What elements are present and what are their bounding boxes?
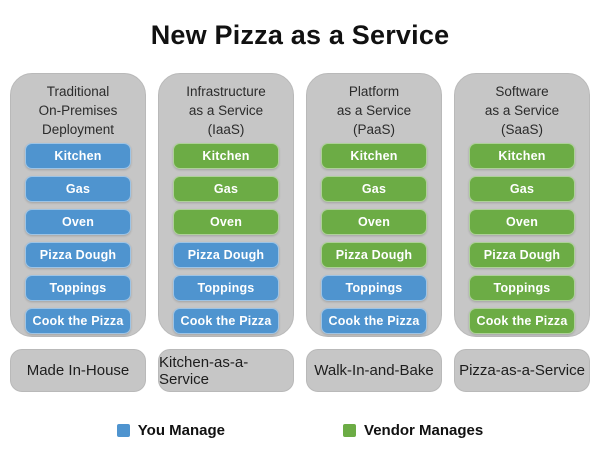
column-header-line: Deployment bbox=[41, 122, 115, 137]
step-gas: Gas bbox=[25, 176, 131, 202]
step-gas: Gas bbox=[173, 176, 279, 202]
column-header-line: Platform bbox=[348, 84, 400, 99]
step-toppings: Toppings bbox=[321, 275, 427, 301]
column-header-line: Traditional bbox=[46, 84, 110, 99]
legend-item-you-manage: You Manage bbox=[116, 422, 226, 439]
column-header: Infrastructure as a Service (IaaS) bbox=[173, 82, 279, 139]
step-cook-the-pizza: Cook the Pizza bbox=[173, 308, 279, 334]
step-pizza-dough: Pizza Dough bbox=[321, 242, 427, 268]
legend-label: You Manage bbox=[137, 422, 226, 439]
column-header: Software as a Service (SaaS) bbox=[469, 82, 575, 139]
page-title: New Pizza as a Service bbox=[150, 20, 450, 50]
service-model-column: Infrastructure as a Service (IaaS) Kitchen… bbox=[158, 73, 294, 392]
column-header-line: Software bbox=[495, 84, 549, 99]
column-header-line: as a Service bbox=[188, 103, 264, 118]
legend-item-vendor-manages: Vendor Manages bbox=[343, 422, 483, 439]
column-footer: Made In-House bbox=[10, 349, 146, 392]
step-oven: Oven bbox=[173, 209, 279, 235]
column-header: Platform as a Service (PaaS) bbox=[321, 82, 427, 139]
column-header-line: (PaaS) bbox=[352, 122, 396, 137]
step-kitchen: Kitchen bbox=[321, 143, 427, 169]
step-oven: Oven bbox=[25, 209, 131, 235]
service-model-stack: Infrastructure as a Service (IaaS) Kitchen… bbox=[158, 73, 294, 337]
column-header-line: as a Service bbox=[484, 103, 560, 118]
step-oven: Oven bbox=[321, 209, 427, 235]
step-cook-the-pizza: Cook the Pizza bbox=[469, 308, 575, 334]
legend-label: Vendor Manages bbox=[364, 422, 484, 439]
column-header-line: (SaaS) bbox=[500, 122, 544, 137]
column-footer: Walk-In-and-Bake bbox=[306, 349, 442, 392]
step-kitchen: Kitchen bbox=[25, 143, 131, 169]
column-header-line: (IaaS) bbox=[207, 122, 245, 137]
column-footer: Kitchen-as-a-Service bbox=[158, 349, 294, 392]
legend-swatch-you bbox=[116, 424, 130, 437]
step-pizza-dough: Pizza Dough bbox=[469, 242, 575, 268]
legend: You Manage Vendor Manages bbox=[0, 422, 600, 439]
step-cook-the-pizza: Cook the Pizza bbox=[321, 308, 427, 334]
step-kitchen: Kitchen bbox=[173, 143, 279, 169]
column-footer: Pizza-as-a-Service bbox=[454, 349, 590, 392]
step-toppings: Toppings bbox=[469, 275, 575, 301]
step-oven: Oven bbox=[469, 209, 575, 235]
legend-swatch-vendor bbox=[343, 424, 357, 437]
step-pizza-dough: Pizza Dough bbox=[173, 242, 279, 268]
step-gas: Gas bbox=[321, 176, 427, 202]
step-cook-the-pizza: Cook the Pizza bbox=[25, 308, 131, 334]
step-kitchen: Kitchen bbox=[469, 143, 575, 169]
step-toppings: Toppings bbox=[25, 275, 131, 301]
step-toppings: Toppings bbox=[173, 275, 279, 301]
step-pizza-dough: Pizza Dough bbox=[25, 242, 131, 268]
column-header-line: Infrastructure bbox=[186, 84, 266, 99]
column-header-line: as a Service bbox=[336, 103, 412, 118]
column-header-line: On-Premises bbox=[38, 103, 118, 118]
step-gas: Gas bbox=[469, 176, 575, 202]
